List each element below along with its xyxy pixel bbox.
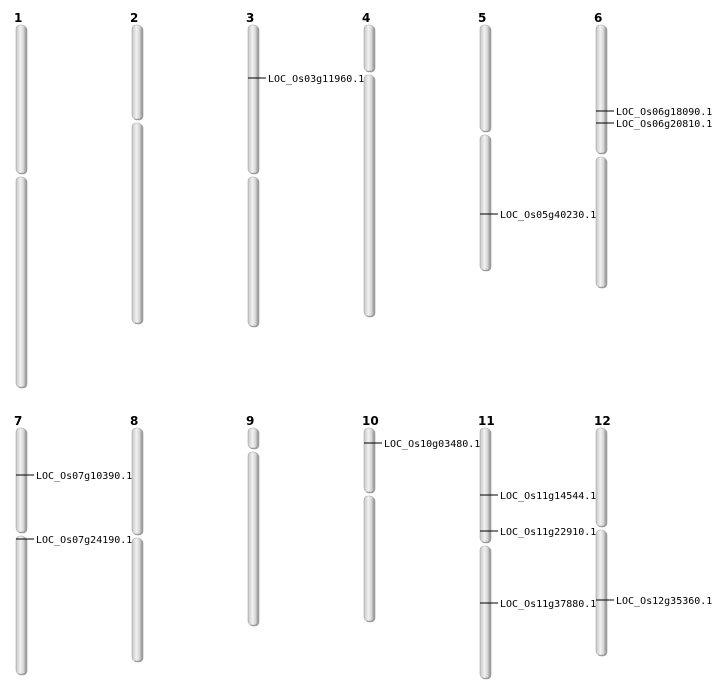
chromosome-number: 8 [130,414,138,428]
gene-label: LOC_Os11g14544.1 [500,491,596,502]
chromosome-4: 4 [362,11,375,317]
chromosome-arm-long [479,134,491,271]
gene-label: LOC_Os05g40230.1 [500,210,596,221]
chromosome-arm-long [363,495,375,622]
chromosome-number: 4 [362,11,370,25]
gene-label: LOC_Os07g24190.1 [36,535,132,546]
chromosome-number: 2 [130,11,138,25]
gene-label: LOC_Os11g22910.1 [500,527,596,538]
chromosome-arm-long [131,122,143,324]
chromosome-arm-long [247,451,259,626]
gene-label: LOC_Os06g20810.1 [616,119,712,130]
chromosome-arm-long [479,545,491,679]
chromosome-arm-short [15,427,27,533]
chromosome-number: 11 [478,414,495,428]
chromosome-number: 6 [594,11,602,25]
chromosome-number: 7 [14,414,22,428]
gene-label: LOC_Os06g18090.1 [616,107,712,118]
gene-label: LOC_Os03g11960.1 [268,74,364,85]
chromosome-arm-short [15,24,27,174]
chromosome-arm-short [479,24,491,132]
gene-label: LOC_Os12g35360.1 [616,596,712,607]
chromosome-number: 10 [362,414,379,428]
chromosome-11: 11LOC_Os11g14544.1LOC_Os11g22910.1LOC_Os… [478,414,596,679]
chromosome-arm-long [15,176,27,388]
chromosome-arm-long [363,74,375,317]
chromosome-9: 9 [246,414,259,626]
chromosome-8: 8 [130,414,143,662]
chromosome-number: 3 [246,11,254,25]
chromosome-arm-long [15,535,27,675]
gene-label: LOC_Os07g10390.1 [36,471,132,482]
chromosome-number: 9 [246,414,254,428]
gene-label: LOC_Os10g03480.1 [384,439,480,450]
chromosome-arm-long [595,529,607,656]
chromosome-arm-long [131,537,143,662]
gene-label: LOC_Os11g37880.1 [500,599,596,610]
chromosome-arm-short [131,427,143,535]
chromosome-number: 1 [14,11,22,25]
chromosome-arm-short [479,427,491,543]
chromosome-arm-short [595,427,607,527]
chromosome-1: 1 [14,11,27,388]
chromosome-2: 2 [130,11,143,324]
chromosome-arm-short [247,24,259,174]
chromosome-arm-long [247,176,259,327]
chromosome-arm-short [363,24,375,72]
chromosome-arm-short [595,24,607,154]
chromosome-arm-long [595,156,607,288]
chromosome-number: 5 [478,11,486,25]
chromosome-arm-short [363,427,375,493]
chromosome-arm-short [131,24,143,120]
chromosome-arm-short [247,427,259,449]
chromosome-number: 12 [594,414,611,428]
